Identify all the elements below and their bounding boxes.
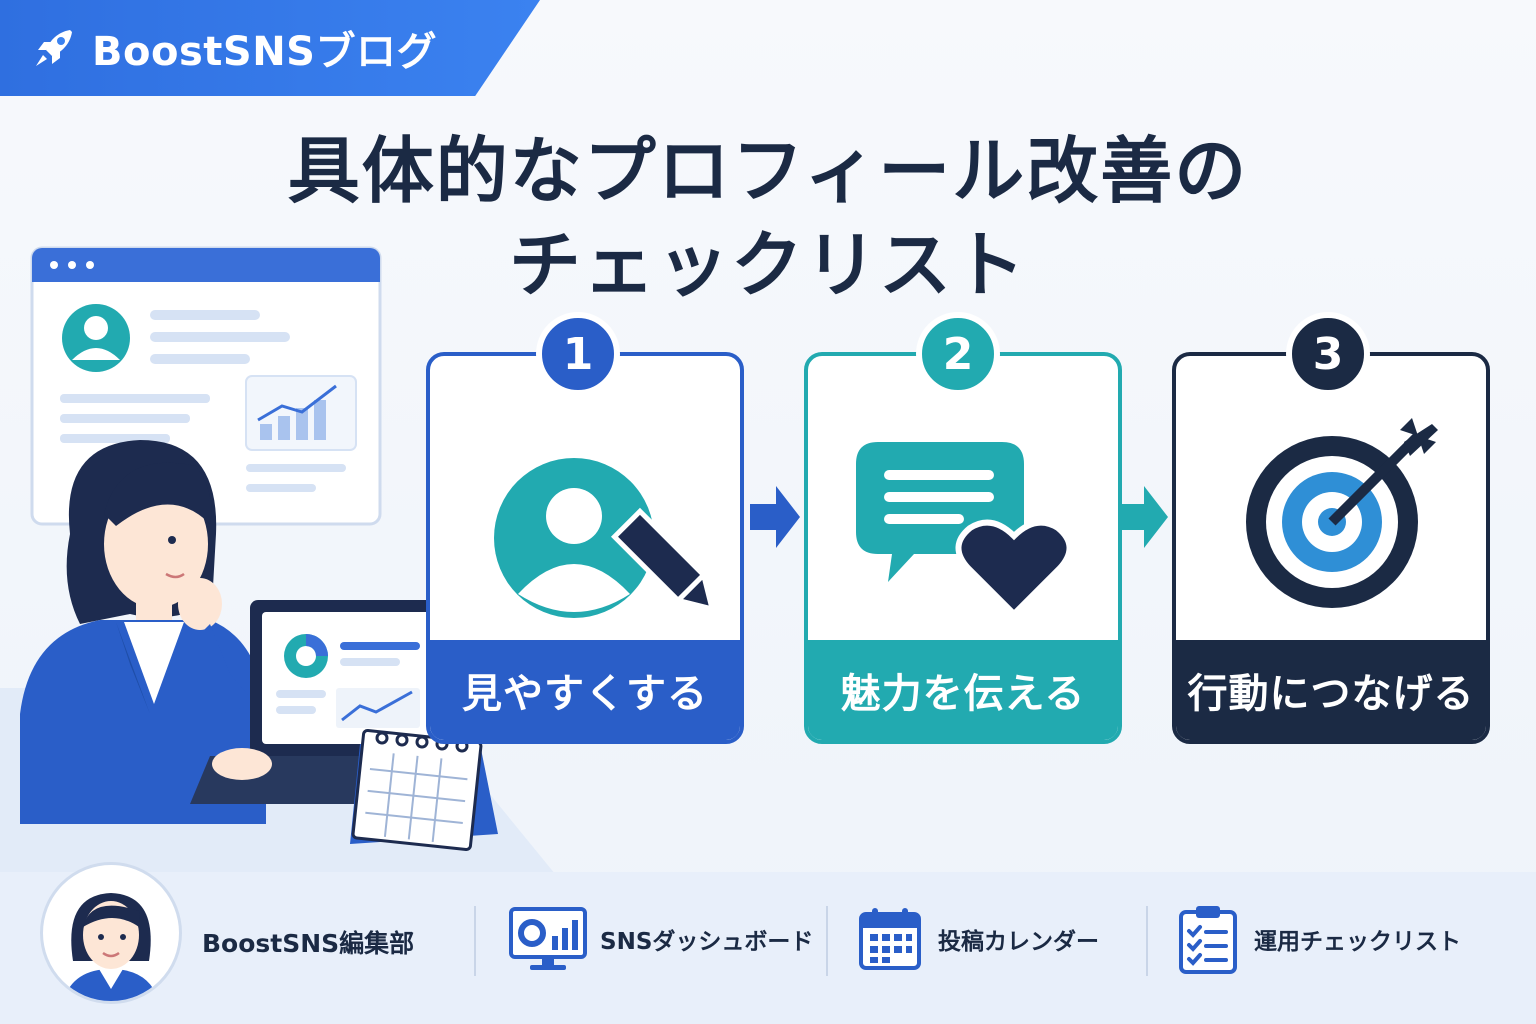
step-number-3: 3: [1286, 312, 1370, 396]
footer-item-calendar-label: 投稿カレンダー: [938, 929, 1099, 955]
brand-name: BoostSNSブログ: [92, 29, 437, 75]
step-arrow-1-2: [750, 486, 800, 548]
step-label-1: 見やすくする: [430, 640, 740, 740]
step-card-3[interactable]: 行動につなげる: [1172, 352, 1490, 744]
author-avatar-icon: [63, 893, 159, 1001]
woman-at-laptop-illustration: [20, 246, 498, 851]
checklist-icon: [1179, 906, 1237, 974]
footer-item-checklist-label: 運用チェックリスト: [1254, 929, 1461, 955]
step-card-2[interactable]: 魅力を伝える: [804, 352, 1122, 744]
footer-divider: [826, 906, 828, 976]
author-avatar: [40, 862, 182, 1004]
footer-item-dashboard-label: SNSダッシュボード: [600, 929, 814, 955]
brand-tab[interactable]: BoostSNSブログ: [0, 0, 540, 96]
footer-item-checklist[interactable]: 運用チェックリスト: [1178, 904, 1461, 974]
step-label-2: 魅力を伝える: [808, 640, 1118, 740]
chat-heart-icon: [856, 442, 1073, 619]
dashboard-icon: [509, 907, 587, 970]
footer-divider: [474, 906, 476, 976]
calendar-icon: [859, 908, 921, 970]
page-title-line-1: 具体的なプロフィール改善の: [287, 129, 1249, 213]
rocket-icon: [36, 30, 72, 66]
profile-edit-icon: [494, 458, 714, 618]
author-name: BoostSNS編集部: [202, 929, 415, 958]
step-label-3: 行動につなげる: [1176, 640, 1486, 740]
page-title-line-2: チェックリスト: [508, 223, 1027, 307]
step-card-1[interactable]: 見やすくする: [426, 352, 744, 744]
target-arrow-icon: [1246, 418, 1438, 608]
footer-bar: [0, 872, 1536, 1024]
footer-item-calendar[interactable]: 投稿カレンダー: [858, 906, 1099, 972]
footer-item-dashboard[interactable]: SNSダッシュボード: [508, 906, 813, 972]
footer-divider: [1146, 906, 1148, 976]
step-number-2: 2: [916, 312, 1000, 396]
step-number-1: 1: [536, 312, 620, 396]
step-arrow-2-3: [1118, 486, 1168, 548]
